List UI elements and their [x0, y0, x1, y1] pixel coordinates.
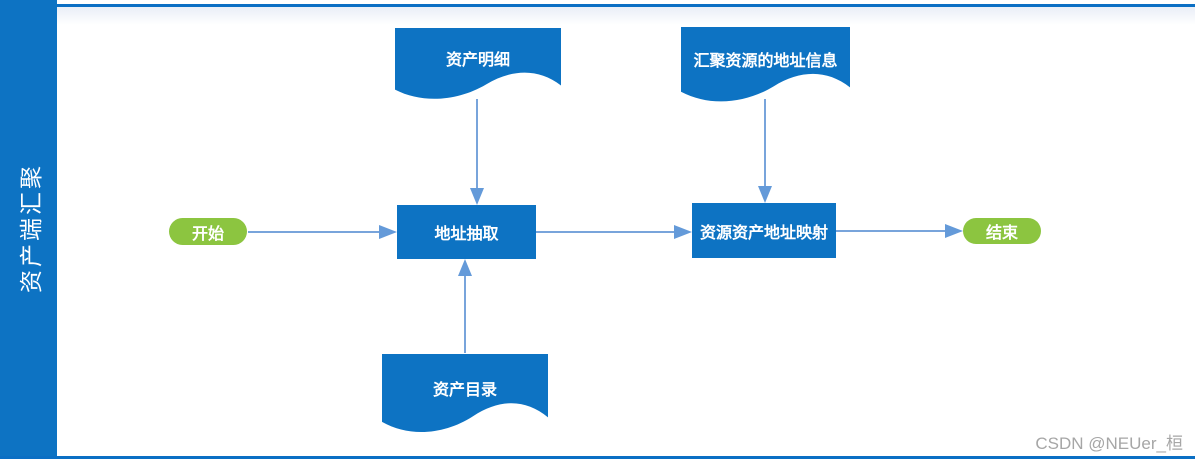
terminator-node-end: 结束 [963, 218, 1041, 244]
document-node-aggregated-address-info: 汇聚资源的地址信息 [681, 27, 850, 109]
arrowhead [470, 188, 484, 205]
process-node-resource-asset-mapping: 资源资产地址映射 [692, 203, 836, 258]
bottom-border-rule [0, 456, 1195, 459]
document-node-asset-catalog: 资产目录 [382, 354, 548, 440]
document-node-asset-detail: 资产明细 [395, 28, 561, 106]
arrowhead [379, 225, 397, 239]
lane-title: 资产端汇聚 [17, 163, 44, 293]
csdn-watermark: CSDN @NEUer_桓 [1035, 434, 1183, 453]
lane-banner: 资产端汇聚 [0, 0, 57, 456]
arrowhead [945, 224, 963, 238]
arrowhead [674, 225, 692, 239]
arrowhead [758, 186, 772, 203]
terminator-node-start: 开始 [169, 218, 247, 245]
arrowhead [458, 259, 472, 276]
top-border-fade [57, 7, 1195, 25]
document-shape [382, 354, 548, 433]
node-label: 汇聚资源的地址信息 [693, 53, 838, 70]
document-shape [681, 27, 850, 102]
node-label: 资产目录 [432, 382, 497, 399]
node-label: 资产明细 [445, 52, 510, 69]
process-node-address-extract: 地址抽取 [397, 205, 536, 259]
document-shape [395, 28, 561, 99]
top-border-rule [57, 4, 1195, 7]
